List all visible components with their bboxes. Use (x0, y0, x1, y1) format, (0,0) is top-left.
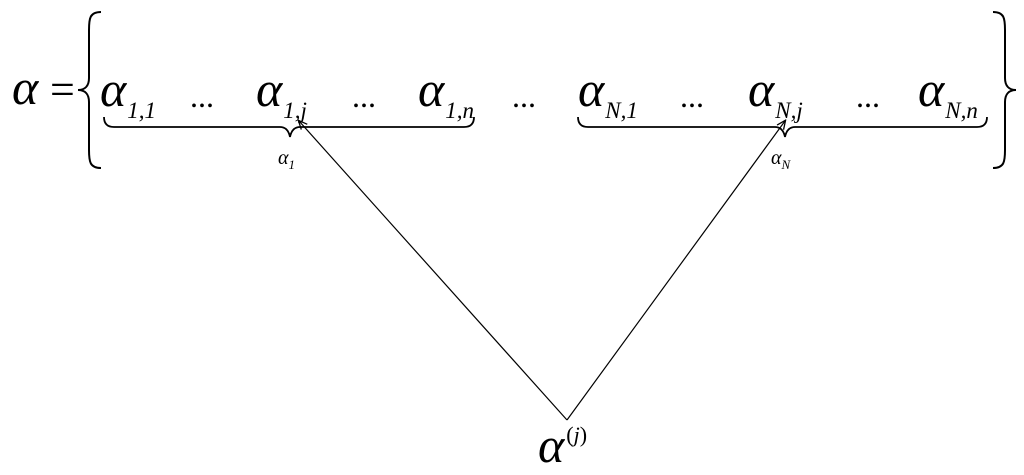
element-alpha-1-j: α1,j (256, 61, 307, 122)
bottom-base: α (538, 417, 565, 473)
ellipsis: ... (190, 78, 214, 114)
element-subscript: N,j (775, 98, 803, 123)
ellipsis: ... (680, 78, 704, 114)
underbrace-label-alpha-N: αN (771, 147, 790, 171)
ellipsis: ... (856, 78, 880, 114)
element-subscript: 1,j (283, 98, 307, 123)
element-base: α (100, 61, 127, 117)
element-alpha-1-n: α1,n (418, 61, 474, 122)
element-alpha-N-n: αN,n (918, 61, 978, 122)
element-alpha-1-1: α1,1 (100, 61, 156, 122)
underbrace-group-N (577, 116, 988, 138)
right-set-brace (992, 11, 1017, 169)
element-base: α (418, 61, 445, 117)
element-alpha-N-j: αN,j (748, 61, 803, 122)
arrow-to-alpha-N-j (566, 121, 785, 421)
arrow-to-alpha-1-j (299, 121, 568, 421)
element-base: α (918, 61, 945, 117)
label-base: α (771, 147, 782, 169)
element-base: α (578, 61, 605, 117)
bottom-superscript: (j) (566, 422, 588, 447)
element-subscript: N,1 (605, 98, 638, 123)
ellipsis: ... (352, 78, 376, 114)
left-set-brace (77, 11, 102, 169)
lhs-alpha: α (12, 59, 39, 115)
element-subscript: N,n (945, 98, 978, 123)
ellipsis: ... (512, 78, 536, 114)
element-alpha-N-1: αN,1 (578, 61, 638, 122)
element-base: α (748, 61, 775, 117)
element-subscript: 1,1 (127, 98, 156, 123)
label-subscript: 1 (288, 157, 296, 172)
label-subscript: N (781, 157, 791, 172)
element-subscript: 1,n (445, 98, 474, 123)
element-base: α (256, 61, 283, 117)
underbrace-label-alpha-1: α1 (278, 147, 295, 171)
label-base: α (278, 147, 289, 169)
equals-sign: = (50, 65, 75, 114)
bottom-alpha-j: α(j) (538, 420, 587, 470)
underbrace-group-1 (103, 116, 475, 138)
